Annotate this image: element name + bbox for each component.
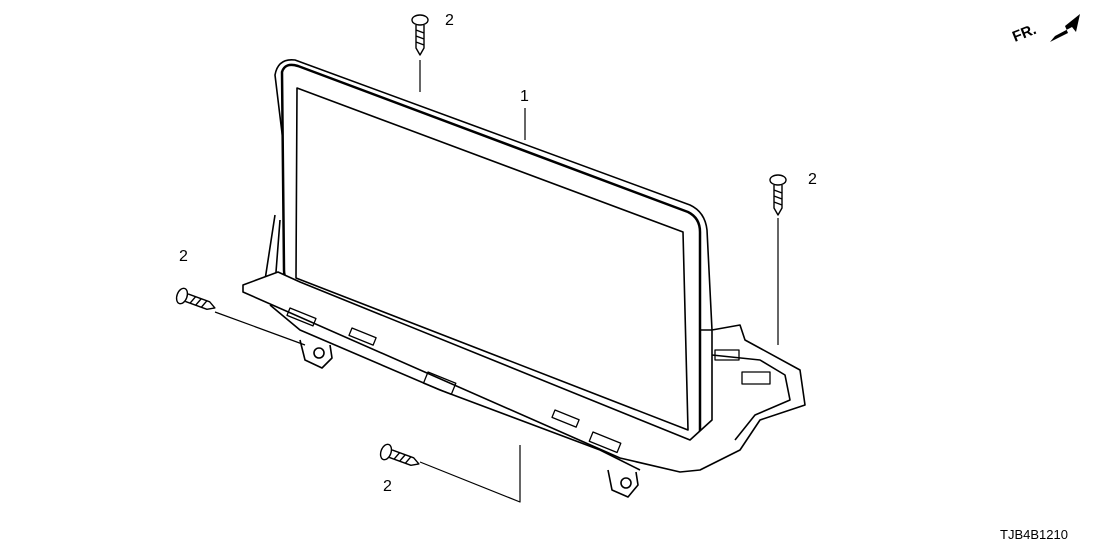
display-unit xyxy=(242,58,806,498)
screw-top-icon xyxy=(411,14,429,56)
screw-right-icon xyxy=(769,174,787,216)
front-arrow-icon xyxy=(1050,14,1080,42)
leader-lines xyxy=(214,60,779,503)
mount-tab-bottom xyxy=(607,469,639,498)
diagram-code: TJB4B1210 xyxy=(1000,527,1068,542)
base-tray xyxy=(242,271,806,473)
label-display: 1 xyxy=(520,88,529,105)
mount-hole-left xyxy=(313,347,325,359)
base-slots xyxy=(286,307,771,454)
screw-left-icon xyxy=(175,287,216,311)
display-screen xyxy=(295,87,689,431)
label-screw-bottom: 2 xyxy=(383,478,392,495)
mount-tab-left xyxy=(299,339,333,369)
label-screw-right: 2 xyxy=(808,171,817,188)
screw-icons xyxy=(175,14,787,467)
screw-bottom-icon xyxy=(379,443,420,467)
mount-hole-bottom xyxy=(620,477,632,489)
base-right-wing xyxy=(711,354,791,441)
label-screw-left: 2 xyxy=(179,248,188,265)
label-screw-top: 2 xyxy=(445,12,454,29)
